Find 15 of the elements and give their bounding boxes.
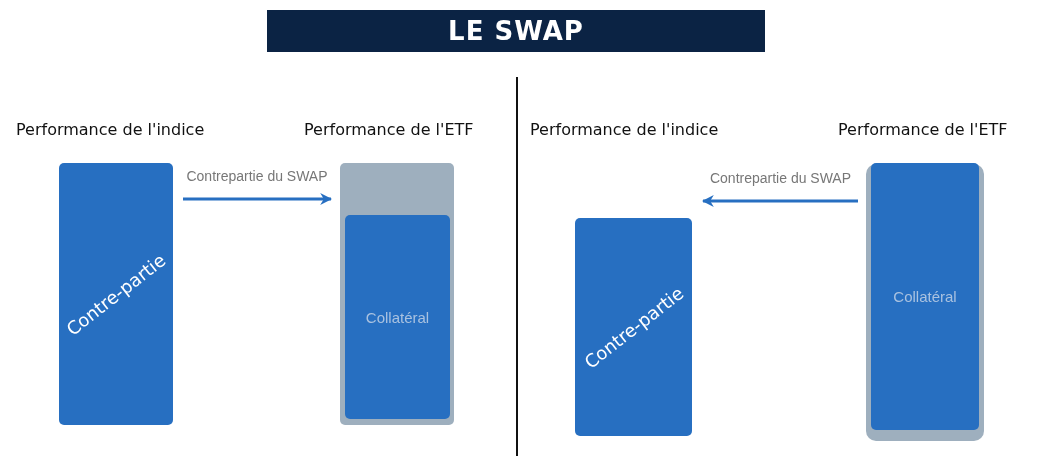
column-heading: Performance de l'indice: [530, 120, 719, 139]
bar-shape: [575, 218, 692, 436]
bar-shape: [59, 163, 173, 425]
title-banner: LE SWAP: [267, 10, 765, 52]
arrow: [701, 195, 858, 207]
bar-shape: [340, 163, 454, 425]
column-heading: Performance de l'indice: [16, 120, 205, 139]
column-heading: Performance de l'ETF: [838, 120, 1008, 139]
edge-label: Contrepartie du SWAP: [184, 168, 330, 184]
bar-label: Collatéral: [893, 288, 957, 305]
column-heading: Performance de l'ETF: [304, 120, 474, 139]
arrow: [183, 193, 333, 205]
bar-label: Collatéral: [365, 308, 430, 326]
bar-shape: [345, 215, 450, 419]
edge-label: Contrepartie du SWAP: [707, 170, 854, 186]
